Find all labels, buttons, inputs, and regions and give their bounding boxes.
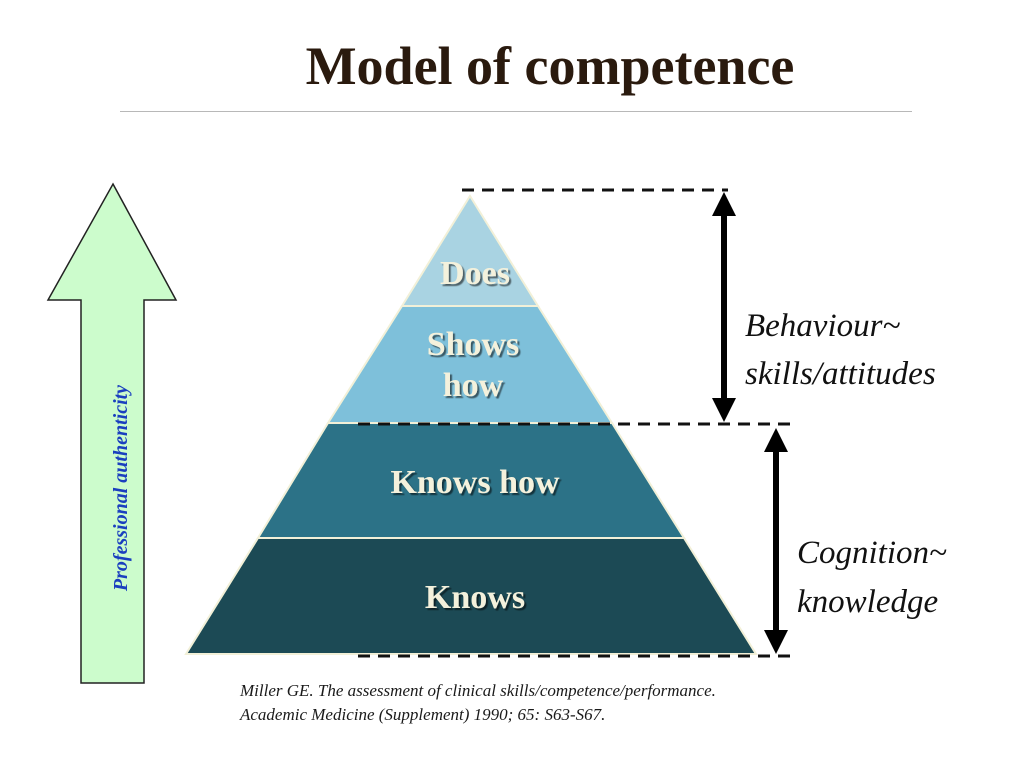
- tier-label-knows-how: Knows how: [390, 464, 560, 501]
- behaviour-double-arrow: [712, 192, 736, 422]
- tier-label-how: how: [443, 367, 504, 404]
- tier-label-knows: Knows: [425, 579, 525, 616]
- citation: Miller GE. The assessment of clinical sk…: [240, 679, 716, 727]
- arrowhead-down-icon: [712, 398, 736, 422]
- arrowhead-up-icon: [712, 192, 736, 216]
- competence-pyramid: Does Shows how Knows how Knows: [184, 194, 758, 655]
- behaviour-label-line2: skills/attitudes: [745, 356, 936, 392]
- citation-line-1: Miller GE. The assessment of clinical sk…: [240, 681, 716, 700]
- pyramid-tier-shows-how: [326, 305, 614, 424]
- cognition-double-arrow: [764, 428, 788, 654]
- pyramid-tier-knows: [184, 537, 758, 655]
- citation-line-2: Academic Medicine (Supplement) 1990; 65:…: [240, 705, 606, 724]
- arrowhead-up-icon: [764, 428, 788, 452]
- slide-title: Model of competence: [305, 36, 795, 96]
- arrow-label: Professional authenticity: [110, 385, 132, 592]
- arrowhead-down-icon: [764, 630, 788, 654]
- dashed-guides: [358, 188, 795, 658]
- professional-authenticity-arrow: Professional authenticity: [46, 182, 178, 684]
- title-divider: [120, 111, 912, 112]
- tier-label-shows: Shows: [427, 326, 520, 363]
- cognition-label-line1: Cognition~: [797, 535, 947, 571]
- tier-label-does: Does: [440, 255, 510, 292]
- behaviour-label-line1: Behaviour~: [745, 308, 900, 344]
- up-arrow-icon: [46, 182, 178, 684]
- cognition-label-line2: knowledge: [797, 584, 938, 620]
